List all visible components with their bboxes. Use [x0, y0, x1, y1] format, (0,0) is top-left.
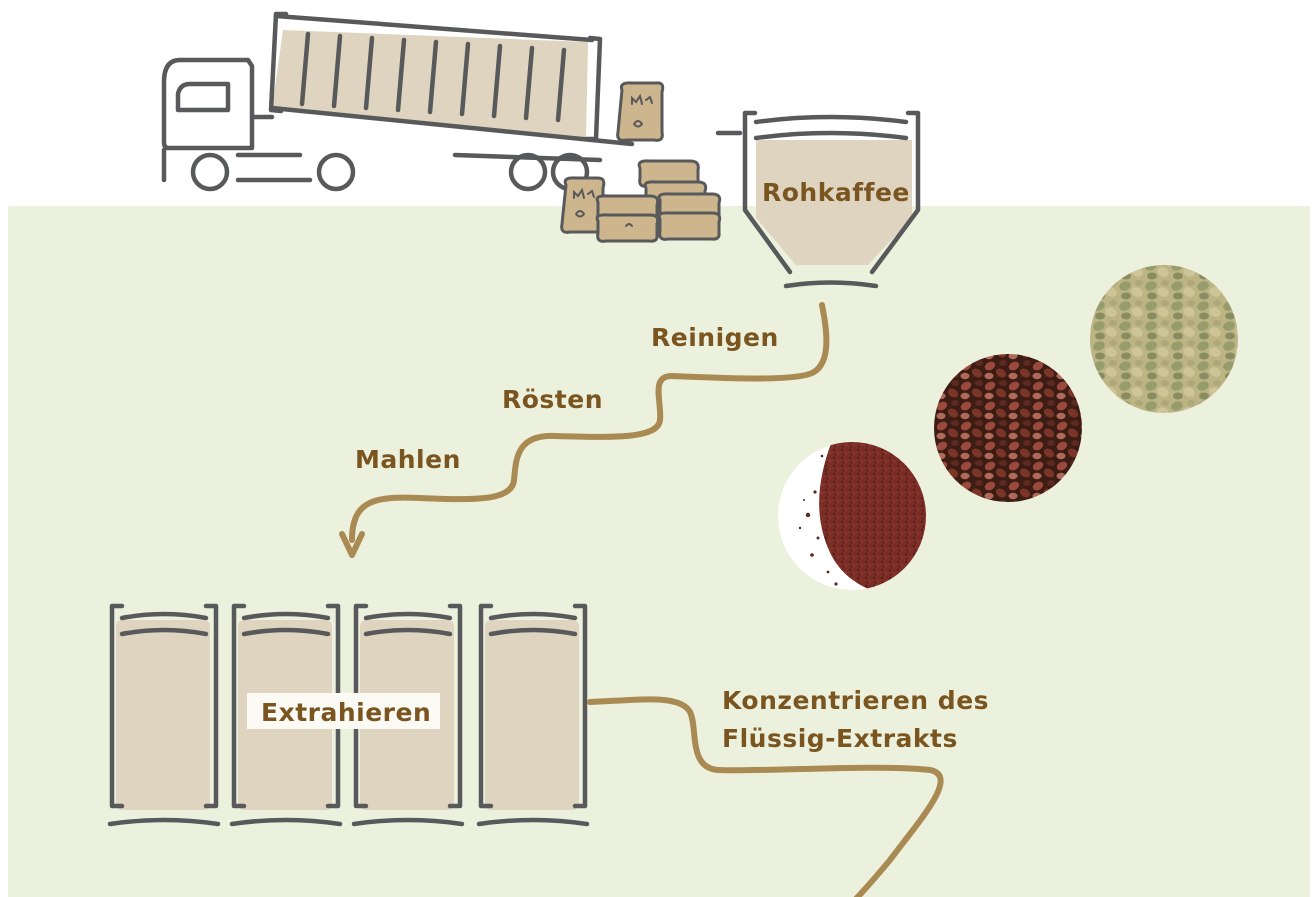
cleaning-label: Reinigen [651, 323, 779, 352]
coffee-sacks-icon [560, 81, 722, 243]
raw-coffee-hopper-icon [715, 110, 921, 289]
extracting-label: Extrahieren [261, 698, 432, 727]
flow-line-concentrating [587, 696, 944, 897]
concentrating-label-line2: Flüssig-Extrakts [722, 724, 958, 753]
raw-coffee-label: Rohkaffee [762, 178, 910, 207]
flow-line-processing [349, 302, 830, 543]
roasting-label: Rösten [502, 385, 604, 414]
concentrating-label-line1: Konzentrieren des [722, 686, 990, 715]
grinding-label: Mahlen [355, 445, 461, 474]
roasted-beans-photo [934, 354, 1082, 502]
truck-icon [161, 11, 635, 192]
ground-coffee-photo [778, 442, 926, 590]
flow-arrow-head-icon [339, 531, 365, 558]
green-beans-photo [1090, 265, 1238, 413]
extracting-label-panel [247, 693, 440, 729]
flow-lines [349, 302, 944, 897]
